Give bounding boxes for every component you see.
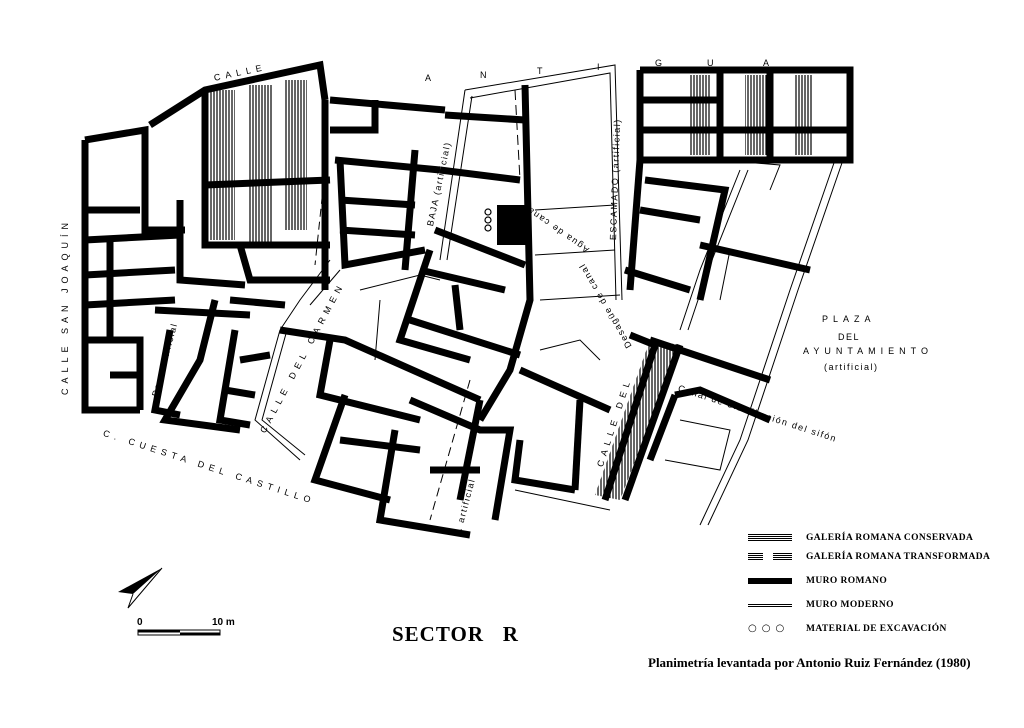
legend-galeria-conservada: GALERÍA ROMANA CONSERVADA	[748, 533, 973, 543]
muro-romano	[81, 60, 854, 539]
legend-material-excavacion: ○○○ MATERIAL DE EXCAVACIÓN	[748, 623, 947, 634]
thick-bar-icon	[748, 578, 792, 584]
street-label-antigua-a: A	[425, 73, 437, 83]
plaza-label-1: PLAZA	[822, 314, 876, 324]
legend-galeria-transformada: GALERÍA ROMANA TRANSFORMADA	[748, 552, 990, 562]
plaza-label-2: DEL	[838, 332, 861, 342]
legend-label: GALERÍA ROMANA CONSERVADA	[806, 533, 974, 543]
legend-label: GALERÍA ROMANA TRANSFORMADA	[806, 552, 991, 562]
material-de-excavacion	[484, 208, 492, 232]
hatch-full-icon	[748, 534, 792, 542]
hatch-split-icon	[748, 553, 792, 561]
plaza-label-4: (artificial)	[824, 362, 879, 372]
legend-label: MATERIAL DE EXCAVACIÓN	[806, 623, 947, 634]
circles-icon: ○○○	[748, 623, 790, 634]
legend-muro-moderno: MURO MODERNO	[748, 600, 894, 610]
double-line-icon	[748, 603, 792, 607]
muro-moderno	[254, 64, 844, 526]
street-label-antigua-g: G	[655, 58, 668, 68]
legend-label: MURO MODERNO	[806, 600, 894, 610]
legend-muro-romano: MURO ROMANO	[748, 576, 887, 586]
scale-start-label: 0	[137, 617, 143, 628]
street-label-antigua-t: T	[537, 66, 548, 76]
scale-bar	[137, 629, 221, 636]
sector-title: SECTOR R	[392, 622, 519, 646]
credit-text: Planimetría levantada por Antonio Ruiz F…	[648, 655, 971, 670]
street-label-antigua-u: U	[707, 58, 719, 68]
scale-end-label: 10 m	[212, 617, 235, 628]
street-label-antigua-i: I	[597, 62, 605, 72]
roman-wall-block	[497, 205, 527, 245]
legend-label: MURO ROMANO	[806, 576, 888, 586]
north-arrow-icon	[118, 567, 163, 609]
street-label-antigua-a2: A	[763, 58, 775, 68]
street-label-antigua-n: N	[480, 70, 492, 80]
street-label-san-joaquin: CALLE SAN JOAQUÍN	[60, 217, 70, 395]
plaza-label-3: AYUNTAMIENTO	[803, 346, 934, 356]
